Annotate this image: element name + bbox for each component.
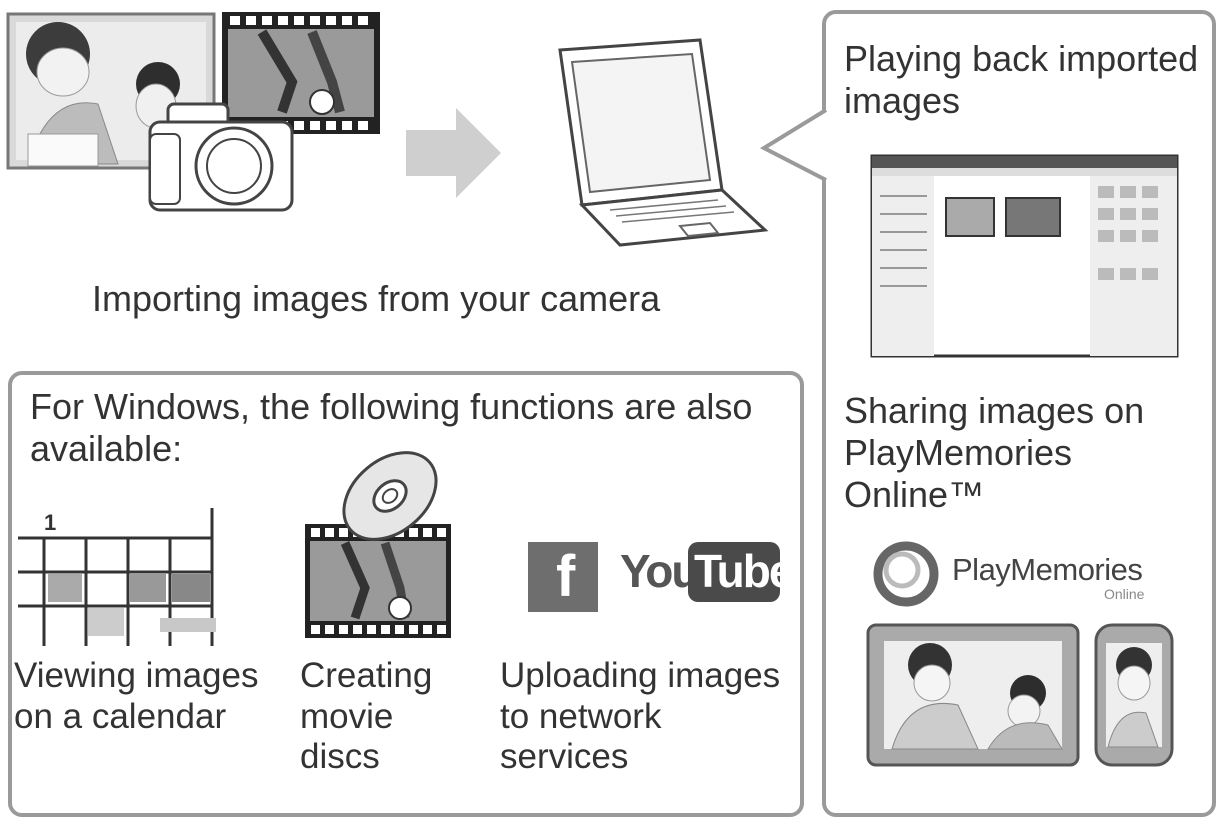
tablet-icon	[866, 623, 1080, 767]
youtube-logo-you: You	[620, 545, 699, 597]
laptop-icon	[558, 38, 769, 247]
playmemories-brand: PlayMemories	[952, 552, 1143, 587]
sharing-label: Sharing images on PlayMemories Online™	[844, 390, 1145, 515]
speech-pointer	[759, 108, 828, 182]
movie-disc-icon	[305, 451, 451, 638]
feature-label-network: Uploading images to network services	[500, 656, 781, 777]
playmemories-ring-icon	[873, 541, 939, 607]
camera-icon	[148, 102, 294, 212]
playmemories-online-sub: Online	[1104, 586, 1145, 602]
youtube-logo-tube: Tube	[694, 545, 794, 597]
family-photo	[6, 12, 216, 170]
youtube-logo-tube-box: Tube	[688, 542, 794, 602]
windows-panel-heading: For Windows, the following functions are…	[30, 386, 753, 469]
playmemories-home-window-icon	[870, 154, 1179, 358]
soccer-film-strip-icon	[222, 12, 380, 134]
import-arrow-icon	[406, 108, 501, 198]
playback-label: Playing back imported images	[844, 38, 1199, 121]
facebook-icon: f	[528, 542, 598, 612]
smartphone-icon	[1094, 623, 1174, 767]
feature-label-movie-discs: Creating movie discs	[300, 656, 433, 777]
feature-label-calendar: Viewing images on a calendar	[14, 656, 259, 736]
import-caption: Importing images from your camera	[92, 278, 661, 319]
svg-text:1: 1	[44, 510, 56, 535]
calendar-icon: 1	[18, 508, 218, 646]
